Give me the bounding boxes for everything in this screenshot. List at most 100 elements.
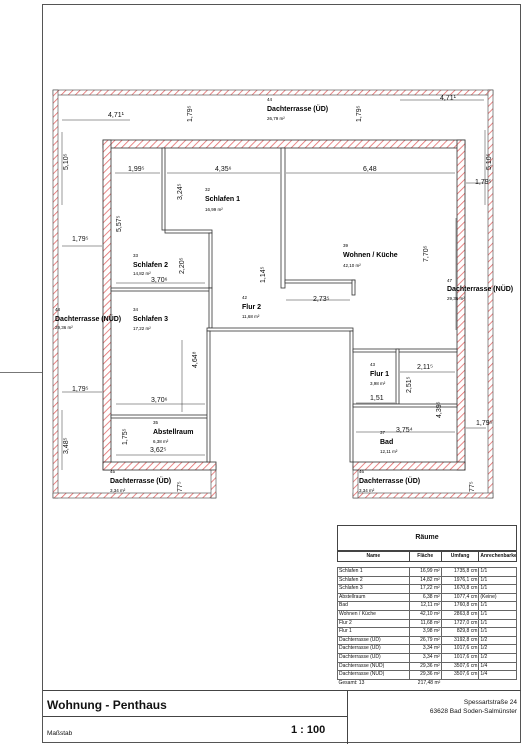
room-name: Dachterrasse (ÜD) bbox=[267, 104, 328, 113]
interior-walls bbox=[110, 147, 458, 463]
row-area: 14,82 m² bbox=[408, 575, 442, 586]
row-perimeter: 1735,8 cm bbox=[440, 567, 480, 577]
row-name: Schlafen 2 bbox=[337, 575, 410, 586]
row-name: Dachterrasse (ÜD) bbox=[337, 644, 410, 654]
row-eligibility: 1/1 bbox=[478, 575, 517, 586]
row-area: 12,11 m² bbox=[408, 601, 442, 611]
dim-text: 3,70⁶ bbox=[151, 277, 168, 284]
row-eligibility: (Keine) bbox=[478, 592, 517, 603]
room-area: 42,10 m² bbox=[343, 263, 361, 268]
room-area: 29,36 m² bbox=[55, 325, 73, 330]
room-name: Dachterrasse (NÜD) bbox=[447, 284, 513, 293]
room-name: Dachterrasse (NÜD) bbox=[55, 314, 121, 323]
margin-tick bbox=[0, 372, 42, 373]
scale-label: Maßstab bbox=[47, 730, 73, 737]
room-number: 44 bbox=[267, 97, 273, 102]
room-name: Dachterrasse (ÜD) bbox=[359, 476, 420, 485]
dim-text: 7,70⁵ bbox=[423, 245, 430, 262]
scale-value: 1 : 100 bbox=[291, 724, 326, 736]
row-eligibility: 1/2 bbox=[478, 652, 517, 663]
room-table-header: Name Fläche Umfang Anrechenbarkeit bbox=[337, 551, 517, 562]
dim-text: 5,10⁵ bbox=[63, 153, 70, 170]
row-name: Wohnen / Küche bbox=[337, 609, 410, 620]
row-name: Bad bbox=[337, 601, 410, 611]
row-perimeter: 3507,6 cm bbox=[440, 661, 480, 672]
room-area: 6,38 m² bbox=[153, 439, 169, 444]
row-area: 42,10 m² bbox=[408, 609, 442, 620]
dim-text: 4,71¹ bbox=[108, 112, 125, 119]
dim-text: 2,11⁵ bbox=[417, 364, 433, 371]
row-area: 29,36 m² bbox=[408, 670, 442, 680]
row-perimeter: 1976,1 cm bbox=[440, 575, 480, 586]
terrace-outlines bbox=[52, 89, 494, 499]
room-number: 48 bbox=[55, 307, 61, 312]
room-table-grid: Name Fläche Umfang Anrechenbarkeit Schla… bbox=[337, 551, 517, 687]
dim-text: 4,71¹ bbox=[440, 95, 457, 102]
room-number: 39 bbox=[343, 243, 349, 248]
dim-text: 1,79⁵ bbox=[356, 105, 363, 122]
room-area: 11,68 m² bbox=[242, 314, 260, 319]
col-area: Fläche bbox=[408, 551, 442, 562]
room-number: 33 bbox=[133, 253, 139, 258]
dim-text: 1,79⁵ bbox=[72, 386, 89, 393]
col-eligibility: Anrechenbarkeit bbox=[478, 551, 517, 562]
row-eligibility: 1/2 bbox=[478, 635, 517, 646]
room-area: 26,79 m² bbox=[267, 116, 285, 121]
room-name: Schlafen 1 bbox=[205, 196, 240, 203]
room-number: 37 bbox=[380, 430, 386, 435]
row-eligibility: 1/1 bbox=[478, 567, 517, 577]
row-name: Flur 1 bbox=[337, 627, 410, 637]
room-area: 12,11 m² bbox=[380, 449, 398, 454]
row-perimeter: 3507,6 cm bbox=[440, 670, 480, 680]
dim-text: 77⁵ bbox=[177, 481, 184, 492]
dim-text: 4,64⁸ bbox=[192, 351, 199, 368]
total-area: 217,48 m² bbox=[417, 679, 441, 686]
row-eligibility: 1/1 bbox=[478, 627, 517, 637]
col-name: Name bbox=[337, 551, 410, 562]
dim-text: 2,20⁵ bbox=[179, 257, 186, 274]
title-block: Wohnung - Penthaus Maßstab 1 : 100 Spess… bbox=[43, 690, 521, 744]
room-name: Bad bbox=[380, 439, 393, 446]
row-area: 16,99 m² bbox=[408, 567, 442, 577]
row-area: 6,38 m² bbox=[408, 592, 442, 603]
room-number: 46 bbox=[359, 469, 365, 474]
address-line-2: 63628 Bad Soden-Salmünster bbox=[429, 708, 517, 715]
row-name: Schlafen 3 bbox=[337, 584, 410, 594]
row-perimeter: 829,8 cm bbox=[440, 627, 480, 637]
address-line-1: Spessartstraße 24 bbox=[463, 699, 517, 706]
room-table-total: Gesamt: 13 217,48 m² bbox=[338, 679, 517, 687]
row-perimeter: 1727,0 cm bbox=[440, 618, 480, 629]
row-eligibility: 1/1 bbox=[478, 601, 517, 611]
row-perimeter: 1077,4 cm bbox=[440, 592, 480, 603]
dim-text: 77⁵ bbox=[469, 481, 476, 492]
row-perimeter: 1017,6 cm bbox=[440, 652, 480, 663]
dim-text: 3,24⁵ bbox=[177, 183, 184, 200]
row-eligibility: 1/1 bbox=[478, 609, 517, 620]
room-number: 32 bbox=[205, 187, 211, 192]
row-eligibility: 1/2 bbox=[478, 644, 517, 654]
room-number: 43 bbox=[370, 362, 376, 367]
room-number: 42 bbox=[242, 295, 248, 300]
row-area: 26,79 m² bbox=[408, 635, 442, 646]
row-name: Flur 2 bbox=[337, 618, 410, 629]
dim-text: 3,70⁶ bbox=[151, 397, 168, 404]
dim-text: 1,14⁵ bbox=[260, 266, 267, 283]
row-name: Dachterrasse (NÜD) bbox=[337, 670, 410, 680]
row-eligibility: 1/4 bbox=[478, 661, 517, 672]
room-name: Abstellraum bbox=[153, 429, 193, 436]
row-name: Dachterrasse (ÜD) bbox=[337, 652, 410, 663]
room-name: Flur 1 bbox=[370, 371, 389, 378]
col-perimeter: Umfang bbox=[440, 551, 480, 562]
dim-text: 4,35⁶ bbox=[215, 166, 232, 173]
